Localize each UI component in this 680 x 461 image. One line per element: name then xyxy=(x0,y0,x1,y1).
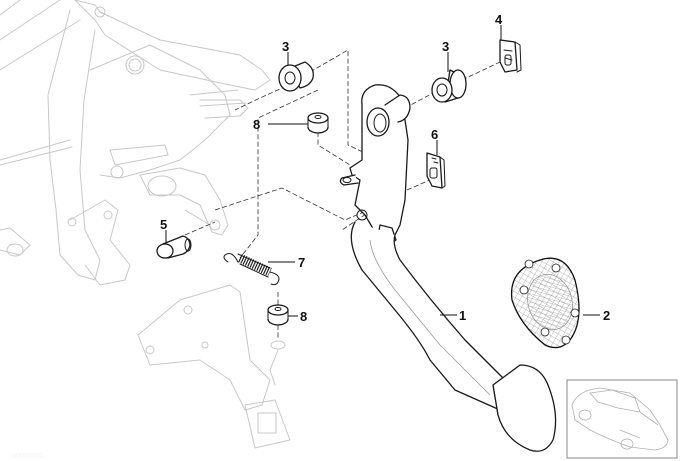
pedal-pad xyxy=(510,257,580,349)
callout-2: 2 xyxy=(603,308,610,323)
callout-1: 1 xyxy=(459,308,466,323)
callout-3a: 3 xyxy=(282,39,289,54)
retaining-clip-lower xyxy=(426,152,446,189)
rubber-buffer-lower xyxy=(267,304,289,326)
pin xyxy=(156,235,192,259)
callout-4: 4 xyxy=(495,12,503,27)
car-outline-icon xyxy=(571,387,669,451)
pedal-arm xyxy=(339,84,557,452)
callout-7: 7 xyxy=(298,255,305,270)
tension-spring xyxy=(223,253,280,286)
image-id-watermark: 00000000 xyxy=(12,453,43,460)
retaining-clip-upper xyxy=(499,39,522,73)
callout-5: 5 xyxy=(160,217,167,232)
vehicle-thumbnail xyxy=(566,379,678,459)
pedal-box-background xyxy=(0,0,291,449)
bushing-right xyxy=(431,69,467,103)
callout-labels: 3 3 4 8 6 5 7 8 1 2 xyxy=(160,12,610,324)
bushing-left xyxy=(278,61,314,92)
callout-8a: 8 xyxy=(253,117,260,132)
leader-lines xyxy=(165,25,600,317)
rubber-buffer-upper xyxy=(307,112,329,134)
callout-8b: 8 xyxy=(300,309,307,324)
callout-3b: 3 xyxy=(442,39,449,54)
callout-6: 6 xyxy=(431,127,438,142)
